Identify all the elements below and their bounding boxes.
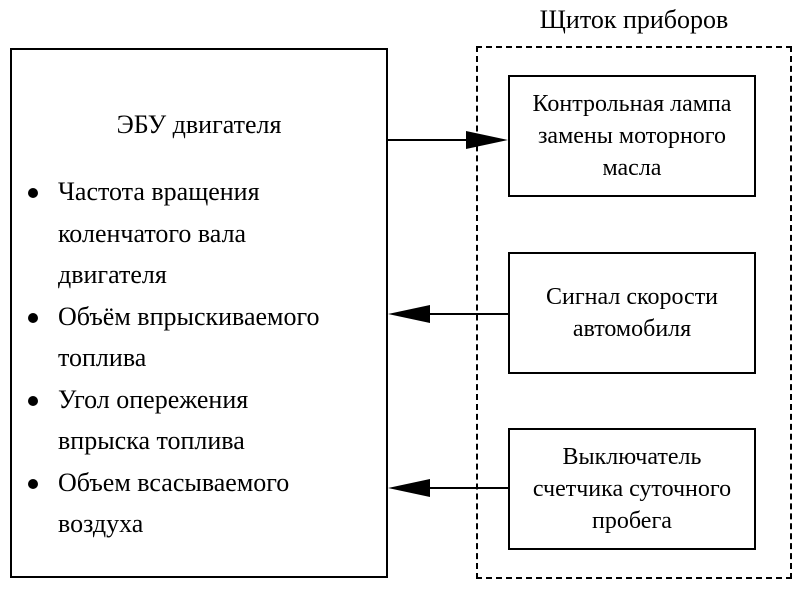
param-line: Объем всасываемого — [58, 467, 290, 497]
arrow-from-speed-head — [388, 305, 430, 323]
bullet-icon — [28, 312, 38, 323]
param-line: Объём впрыскиваемого — [58, 301, 320, 331]
lamp-line: замены моторного — [537, 123, 727, 149]
speed-line: Сигнал скорости — [545, 284, 719, 310]
lamp-line: масла — [602, 155, 662, 181]
switch-line: пробега — [592, 508, 672, 534]
param-injected-fuel-volume: Объём впрыскиваемого топлива — [26, 296, 386, 379]
switch-line: счетчика суточного — [532, 476, 732, 502]
bullet-icon — [28, 188, 38, 198]
param-line: коленчатого вала — [58, 218, 247, 248]
param-line: Частота вращения — [58, 177, 260, 206]
param-line: Угол опережения — [58, 384, 249, 414]
param-line: воздуха — [58, 509, 144, 538]
bullet-icon — [28, 478, 38, 489]
param-intake-air-volume: Объем всасываемого воздуха — [26, 462, 386, 545]
param-line: двигателя — [58, 260, 167, 289]
trip-meter-switch-box: Выключатель счетчика суточного пробега — [508, 428, 756, 550]
vehicle-speed-signal-box: Сигнал скорости автомобиля — [508, 252, 756, 374]
ecu-title: ЭБУ двигателя — [116, 110, 282, 139]
switch-line: Выключатель — [562, 444, 702, 470]
instrument-panel-group — [476, 46, 792, 579]
bullet-icon — [28, 395, 38, 406]
param-line: впрыска топлива — [58, 426, 245, 455]
lamp-line: Контрольная лампа — [532, 91, 732, 117]
speed-line: автомобиля — [572, 316, 692, 342]
arrow-from-switch-head — [388, 479, 430, 497]
instrument-panel-title: Щиток приборов — [539, 5, 729, 34]
param-crankshaft-speed: Частота вращения коленчатого вала двигат… — [26, 171, 386, 296]
ecu-param-list: Частота вращения коленчатого вала двигат… — [26, 171, 386, 545]
param-line: топлива — [58, 343, 147, 372]
param-injection-timing: Угол опережения впрыска топлива — [26, 379, 386, 462]
oil-change-lamp-box: Контрольная лампа замены моторного масла — [508, 75, 756, 197]
ecu-box — [10, 48, 388, 578]
